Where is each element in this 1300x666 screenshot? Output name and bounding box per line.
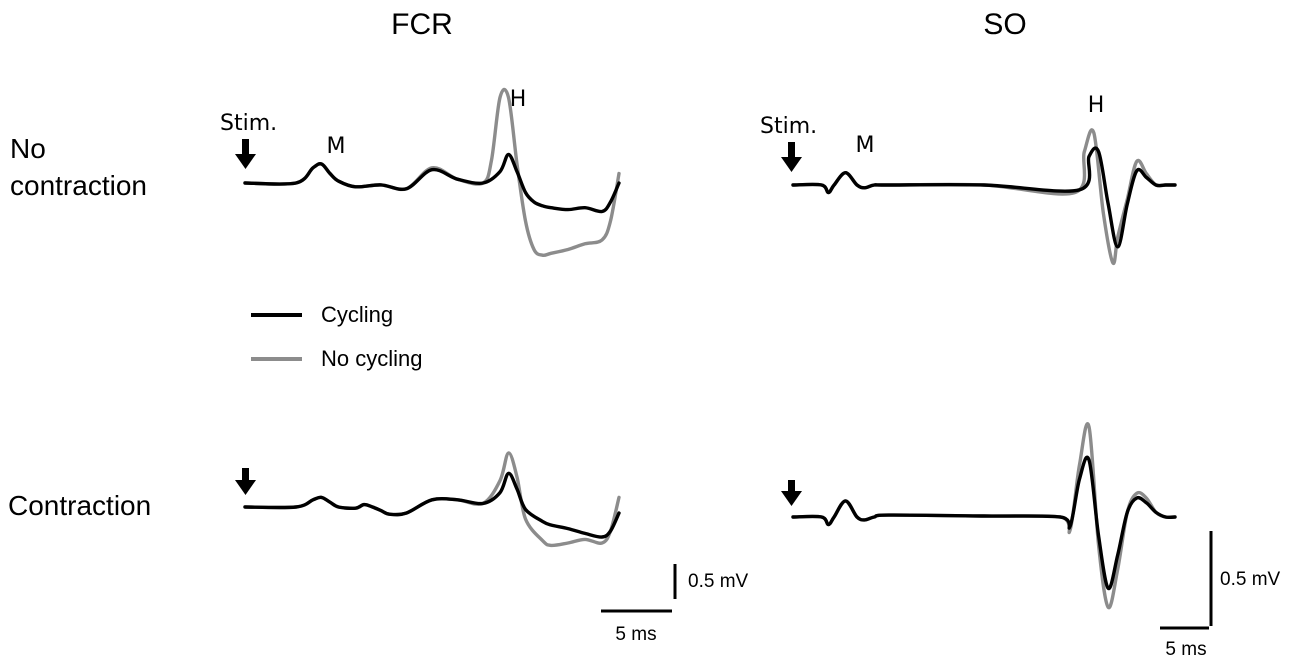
scale-bar-voltage-label: 0.5 mV [688,571,749,592]
trace-so-no-contraction-cycling [791,146,1177,249]
legend-label-no-cycling: No cycling [321,346,422,371]
stim-arrow-icon [235,139,256,169]
stim-label-fcr: Stim. [220,111,277,136]
scale-bar-time-label: 5 ms [1165,639,1206,660]
legend: Cycling No cycling [251,302,422,371]
row-label-no-contraction-line2: contraction [10,170,147,201]
trace-so-no-contraction-no-cycling [791,128,1177,266]
trace-fcr-contraction-cycling [243,471,621,539]
title-so: SO [983,8,1026,41]
trace-so-contraction-cycling [791,455,1177,591]
scale-bar-fcr: 0.5 mV 5 ms [601,564,749,645]
scale-bar-time-label: 5 ms [615,624,656,645]
peak-label-h-so: H [1088,93,1105,118]
peak-label-h-fcr: H [510,87,527,112]
stim-arrow-icon [781,142,802,172]
trace-fcr-no-contraction-cycling [243,152,621,214]
peak-label-m-fcr: M [327,134,346,159]
scale-bar-voltage-label: 0.5 mV [1220,569,1281,590]
stim-arrow-icon [781,480,802,506]
row-label-contraction: Contraction [8,490,151,521]
title-fcr: FCR [391,8,453,41]
stim-arrow-icon [235,468,256,495]
row-label-no-contraction: No contraction [10,133,147,201]
peak-label-m-so: M [856,133,875,158]
row-label-no-contraction-line1: No [10,133,46,164]
trace-fcr-no-contraction-no-cycling [243,87,621,258]
trace-layer [243,87,1177,610]
scale-bar-so: 0.5 mV 5 ms [1160,531,1281,660]
legend-label-cycling: Cycling [321,302,393,327]
stim-label-so: Stim. [760,114,817,139]
